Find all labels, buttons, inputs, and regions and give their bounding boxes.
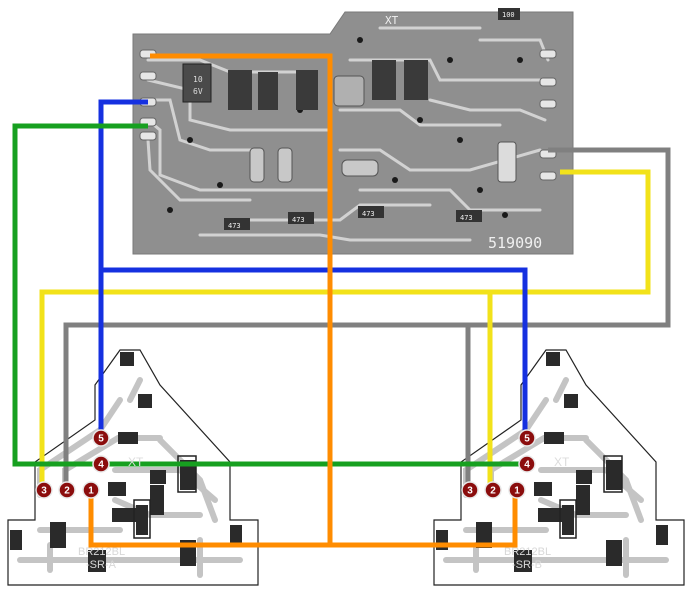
board-xt-label: XT	[128, 455, 144, 469]
board-xt-label: XT	[554, 455, 570, 469]
chip-label-f: 100	[502, 11, 515, 19]
daughter-board-a	[7, 349, 259, 586]
chip-label-d: 473	[460, 214, 473, 222]
pin-marker-5	[518, 429, 536, 447]
main-pcb: 10 6V XT 519090 473 473 473 473 100	[132, 8, 574, 255]
pin-marker-3	[35, 481, 53, 499]
svg-text:10: 10	[193, 75, 203, 84]
pin-number-label: 1	[88, 486, 94, 497]
wire-green	[12, 123, 525, 467]
wire-orange	[88, 53, 518, 548]
daughter-board-b	[433, 349, 685, 586]
pin-number-label: 4	[98, 460, 104, 471]
board-name-label: BR212BL	[78, 546, 125, 558]
pin-marker-5	[92, 429, 110, 447]
pin-marker-4	[518, 455, 536, 473]
pin-marker-1	[508, 481, 526, 499]
chip-label-b: 473	[292, 216, 305, 224]
wires	[12, 53, 671, 548]
pin-number-label: 5	[524, 434, 530, 445]
chip-label-c: 473	[362, 210, 375, 218]
pin-marker-3	[461, 481, 479, 499]
wire-yellow	[39, 169, 651, 490]
pin-number-label: 2	[64, 486, 70, 497]
pin-number-label: 4	[524, 460, 530, 471]
board-suffix-label: -SR-B	[512, 559, 542, 571]
pin-number-label: 1	[514, 486, 520, 497]
diode-component: 10 6V	[182, 63, 212, 103]
board-suffix-label: -SR-A	[86, 559, 117, 571]
pin-marker-1	[82, 481, 100, 499]
pcb-xt-label: XT	[385, 14, 399, 27]
pcb-part-code: 519090	[488, 234, 542, 252]
pin-marker-2	[484, 481, 502, 499]
pin-marker-4	[92, 455, 110, 473]
pin-number-label: 3	[467, 486, 473, 497]
svg-text:6V: 6V	[193, 87, 203, 96]
pin-number-label: 5	[98, 434, 104, 445]
chip-label-a: 473	[228, 222, 241, 230]
pin-number-label: 2	[490, 486, 496, 497]
pin-marker-2	[58, 481, 76, 499]
wire-blue	[98, 99, 528, 438]
pin-number-label: 3	[41, 486, 47, 497]
daughter-boards	[7, 349, 685, 586]
board-name-label: BR212BL	[504, 546, 551, 558]
